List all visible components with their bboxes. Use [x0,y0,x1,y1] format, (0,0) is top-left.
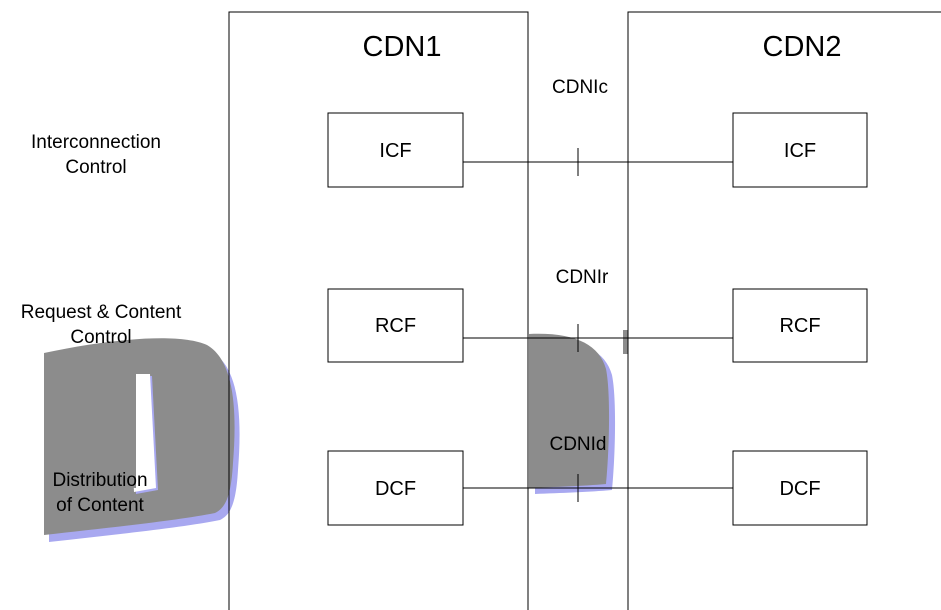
row-label-line: Request & Content [21,302,182,323]
interconnection-control-label: Interconnection Control [31,132,161,178]
cdn1-dcf-label: DCF [375,478,416,500]
cdn1-title: CDN1 [363,31,442,63]
cdn1-rcf-label: RCF [375,315,416,337]
cdnid-interface-label: CDNId [549,434,606,455]
cdn1-icf-label: ICF [379,140,411,162]
cdn2-title: CDN2 [763,31,842,63]
cdn2-dcf-box: DCF [732,450,868,526]
cdn1-icf-box: ICF [327,112,464,188]
row-label-line: of Content [56,495,144,516]
cdn1-dcf-box: DCF [327,450,464,526]
cdn2-rcf-label: RCF [779,315,820,337]
cdn1-rcf-box: RCF [327,288,464,363]
cdnir-interface-label: CDNIr [556,267,609,288]
cdn2-domain [627,11,941,610]
cdn2-icf-box: ICF [732,112,868,188]
row-label-line: Interconnection [31,132,161,153]
decorative-d-shape [44,338,240,542]
cdn2-icf-label: ICF [784,140,816,162]
connection-lines [463,148,733,502]
cdnic-interface-label: CDNIc [552,77,608,98]
row-label-line: Control [70,327,131,348]
row-label-line: Distribution [52,470,147,491]
distribution-of-content-label: Distribution of Content [52,470,147,516]
row-label-line: Control [65,157,126,178]
cdn2-rcf-box: RCF [732,288,868,363]
cdn1-domain [228,11,529,610]
request-content-control-label: Request & Content Control [21,302,182,348]
cdn2-dcf-label: DCF [779,478,820,500]
decorative-middle-shape [529,330,628,494]
